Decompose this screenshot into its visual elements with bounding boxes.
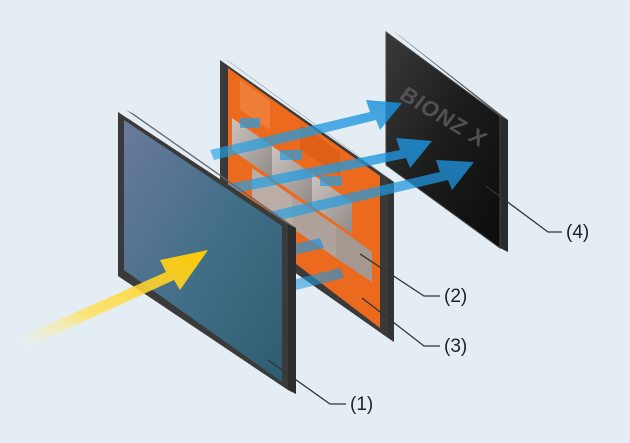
callout-3: (3) [444,336,467,357]
callout-1: (1) [350,394,373,415]
callout-leaders [267,185,562,405]
incoming-light-arrow [18,250,208,348]
image-sensor-panel [118,110,296,394]
callout-2: (2) [444,286,467,307]
callout-4: (4) [566,222,589,243]
